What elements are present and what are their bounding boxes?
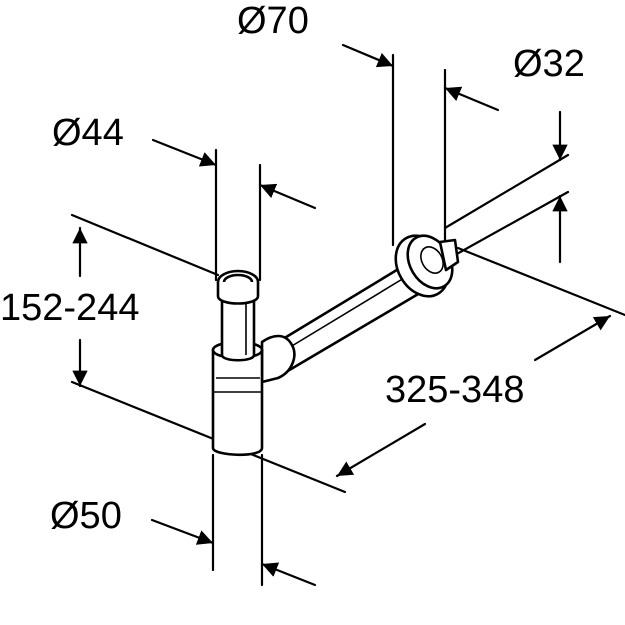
label-dia-outlet-pipe: Ø32 — [513, 43, 585, 85]
dimension-lines — [72, 43, 612, 587]
wall-rosette — [394, 234, 460, 298]
label-dia-inlet: Ø44 — [52, 112, 124, 154]
label-length-range: 325-348 — [385, 369, 524, 411]
siphon-assembly — [211, 234, 460, 457]
label-height-range: 152-244 — [0, 287, 139, 329]
inlet-tube — [216, 269, 260, 362]
label-dia-outlet-flange: Ø70 — [237, 0, 309, 42]
elbow-joint — [260, 334, 296, 384]
label-dia-body: Ø50 — [50, 495, 122, 537]
